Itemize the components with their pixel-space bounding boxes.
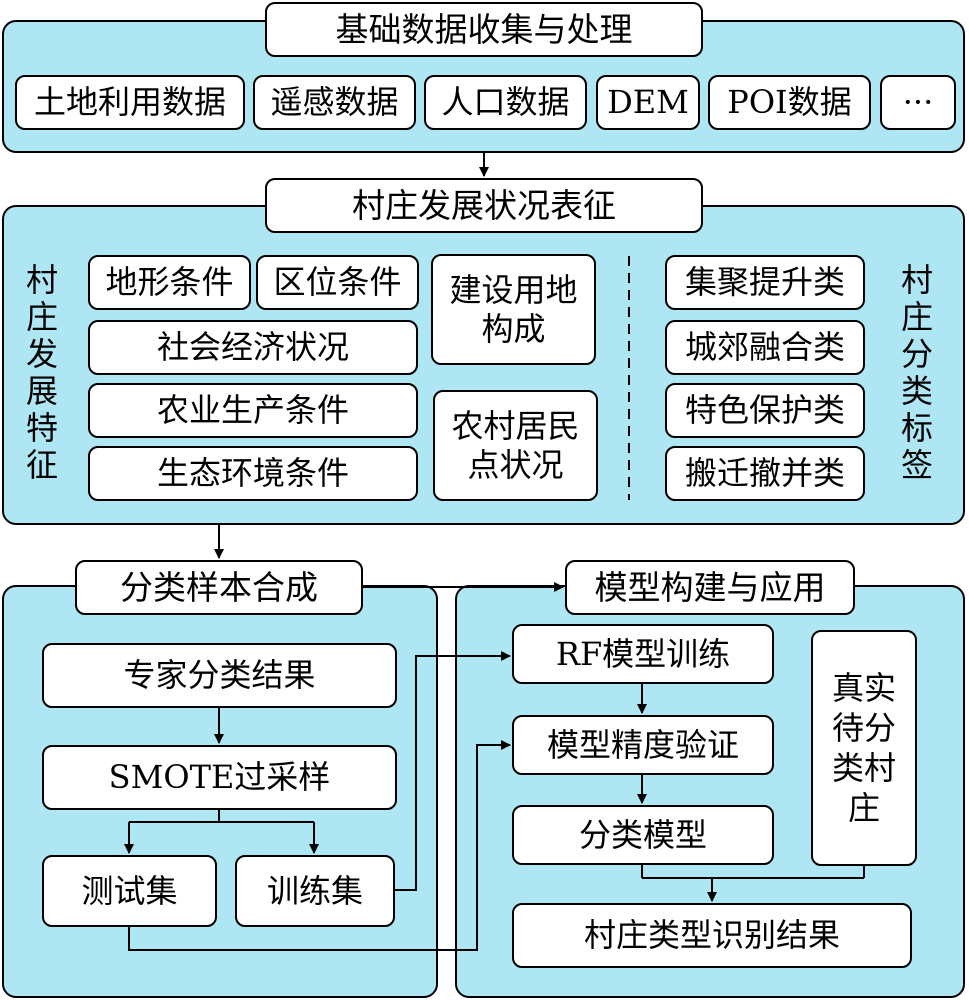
unclassified-villages-box: 真实待分类村庄 (811, 630, 917, 866)
identification-result-box: 村庄类型识别结果 (512, 903, 912, 968)
label-characteristic: 特色保护类 (665, 383, 865, 438)
label-agglomeration: 集聚提升类 (665, 255, 865, 310)
rf-training-box: RF模型训练 (512, 624, 774, 684)
location-box: 区位条件 (256, 255, 419, 310)
expert-classification-box: 专家分类结果 (42, 643, 397, 708)
development-features-label: 村庄发展特征 (25, 261, 58, 484)
classification-labels-label: 村庄分类标签 (900, 261, 933, 484)
model-application-title: 模型构建与应用 (565, 560, 855, 615)
accuracy-validation-box: 模型精度验证 (512, 715, 774, 775)
population-data-box: 人口数据 (424, 75, 587, 130)
data-collection-title: 基础数据收集与处理 (265, 2, 703, 57)
construction-land-box: 建设用地 构成 (431, 254, 596, 365)
socioeconomic-box: 社会经济状况 (88, 320, 418, 375)
characterization-title: 村庄发展状况表征 (265, 178, 703, 233)
poi-data-box: POI数据 (708, 75, 871, 130)
train-set-box: 训练集 (235, 855, 395, 927)
label-relocation: 搬迁撤并类 (665, 446, 865, 501)
land-use-data-box: 土地利用数据 (15, 75, 245, 130)
agriculture-box: 农业生产条件 (88, 383, 418, 438)
smote-box: SMOTE过采样 (42, 745, 397, 810)
sample-synthesis-title: 分类样本合成 (75, 560, 363, 615)
settlement-box: 农村居民 点状况 (433, 390, 598, 501)
terrain-box: 地形条件 (88, 255, 251, 310)
more-data-box: ··· (880, 75, 956, 130)
classification-model-box: 分类模型 (512, 805, 774, 865)
dem-data-box: DEM (596, 75, 700, 130)
ecology-box: 生态环境条件 (88, 446, 418, 501)
test-set-box: 测试集 (42, 855, 217, 927)
label-suburban: 城郊融合类 (665, 320, 865, 375)
remote-sensing-data-box: 遥感数据 (253, 75, 416, 130)
